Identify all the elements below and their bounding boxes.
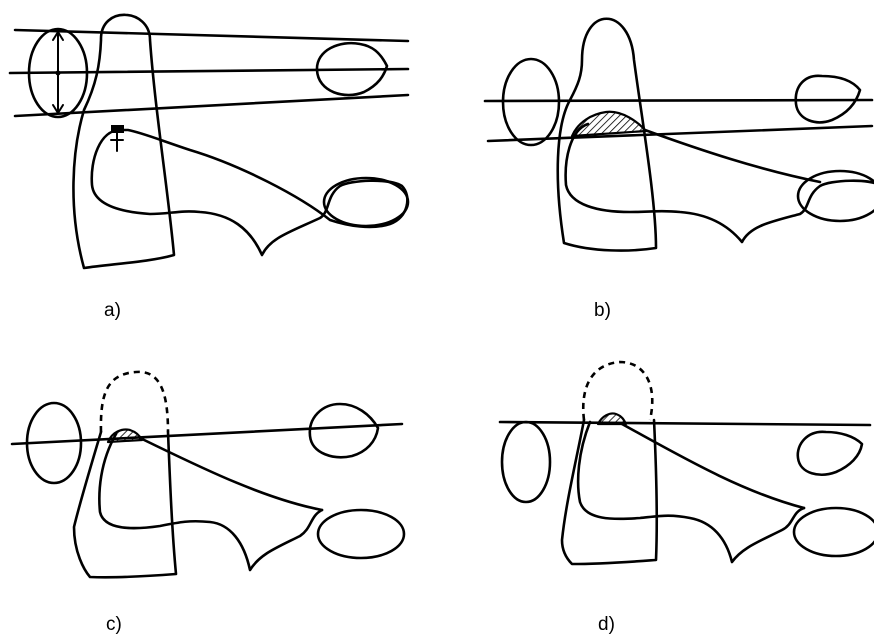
measure-arrow-head-top [52, 30, 64, 41]
panel-c-drawing [10, 370, 406, 579]
lower-right-oval [322, 176, 410, 228]
left-oval [500, 420, 552, 504]
lower-right-oval [796, 169, 874, 223]
tall-vertebral-body [72, 430, 178, 579]
dashed-upper-body [581, 360, 654, 421]
panel-d-caption: d) [598, 614, 615, 635]
upper-plane-line [13, 28, 410, 43]
right-drop-shape [794, 74, 862, 124]
hatched-overlap [570, 110, 648, 138]
middle-plane-line [8, 67, 410, 75]
panel-d-drawing [498, 360, 874, 566]
dashed-upper-body [99, 370, 170, 433]
panel-a-drawing [8, 13, 410, 270]
panel-b-drawing [483, 17, 874, 252]
tall-vertebral-body [72, 13, 176, 270]
lower-right-oval [792, 506, 874, 558]
upper-plane-line [483, 98, 874, 103]
plane-line [498, 420, 872, 427]
plane-line [10, 422, 404, 446]
lower-plane-line [486, 124, 874, 143]
lower-loop-body [90, 128, 409, 257]
panel-c-caption: c) [106, 614, 122, 635]
marker-block [111, 125, 124, 133]
tall-vertebral-body [560, 418, 659, 566]
measure-midpoint [55, 70, 61, 76]
right-drop-shape [308, 402, 380, 459]
panel-b-caption: b) [594, 300, 611, 321]
right-drop-shape [315, 41, 389, 97]
right-drop-shape [796, 430, 864, 476]
panel-a-caption: a) [104, 300, 121, 321]
hatched-overlap [106, 428, 144, 444]
tall-vertebral-body [556, 17, 658, 252]
lower-loop-upper-edge [643, 128, 822, 184]
measure-arrow-head-bottom [52, 104, 64, 115]
lower-right-oval [316, 508, 406, 560]
lower-loop-body [564, 122, 874, 244]
lower-loop-upper-edge [620, 422, 806, 510]
lower-plane-line [13, 93, 410, 118]
lower-loop-body [98, 432, 324, 572]
lower-loop-upper-edge [138, 436, 324, 512]
lower-loop-body [576, 420, 806, 564]
